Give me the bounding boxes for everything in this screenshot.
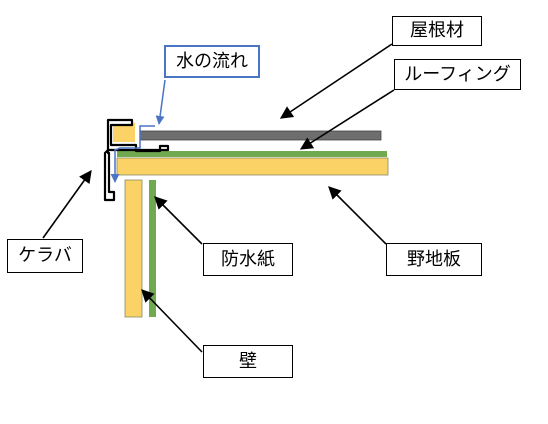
label-sheathing-board: 野地板: [386, 243, 482, 276]
waterproof-paper-strip: [149, 180, 156, 317]
pointer-wall: [141, 289, 203, 353]
label-waterproof-paper: 防水紙: [203, 243, 293, 276]
pointer-keraba: [42, 169, 92, 239]
roofing-strip: [117, 151, 387, 157]
water-flow-path: [110, 125, 155, 183]
keraba-wood-block: [113, 123, 135, 142]
label-roof-material: 屋根材: [392, 16, 482, 46]
pointer-roofing: [299, 89, 395, 150]
label-keraba: ケラバ: [7, 239, 83, 273]
pointer-sheathing-board: [328, 186, 387, 245]
wall-board: [124, 179, 143, 318]
pointer-waterproof-paper: [154, 196, 203, 245]
pointer-roof-material: [279, 43, 393, 119]
keraba-flashing: [103, 118, 170, 202]
water-flow-pointer: [155, 79, 166, 125]
label-water-flow: 水の流れ: [164, 45, 260, 78]
label-wall: 壁: [203, 345, 293, 378]
roof-material-strip: [139, 130, 382, 141]
sheathing-board-strip: [116, 157, 389, 176]
label-roofing: ルーフィング: [394, 59, 521, 90]
